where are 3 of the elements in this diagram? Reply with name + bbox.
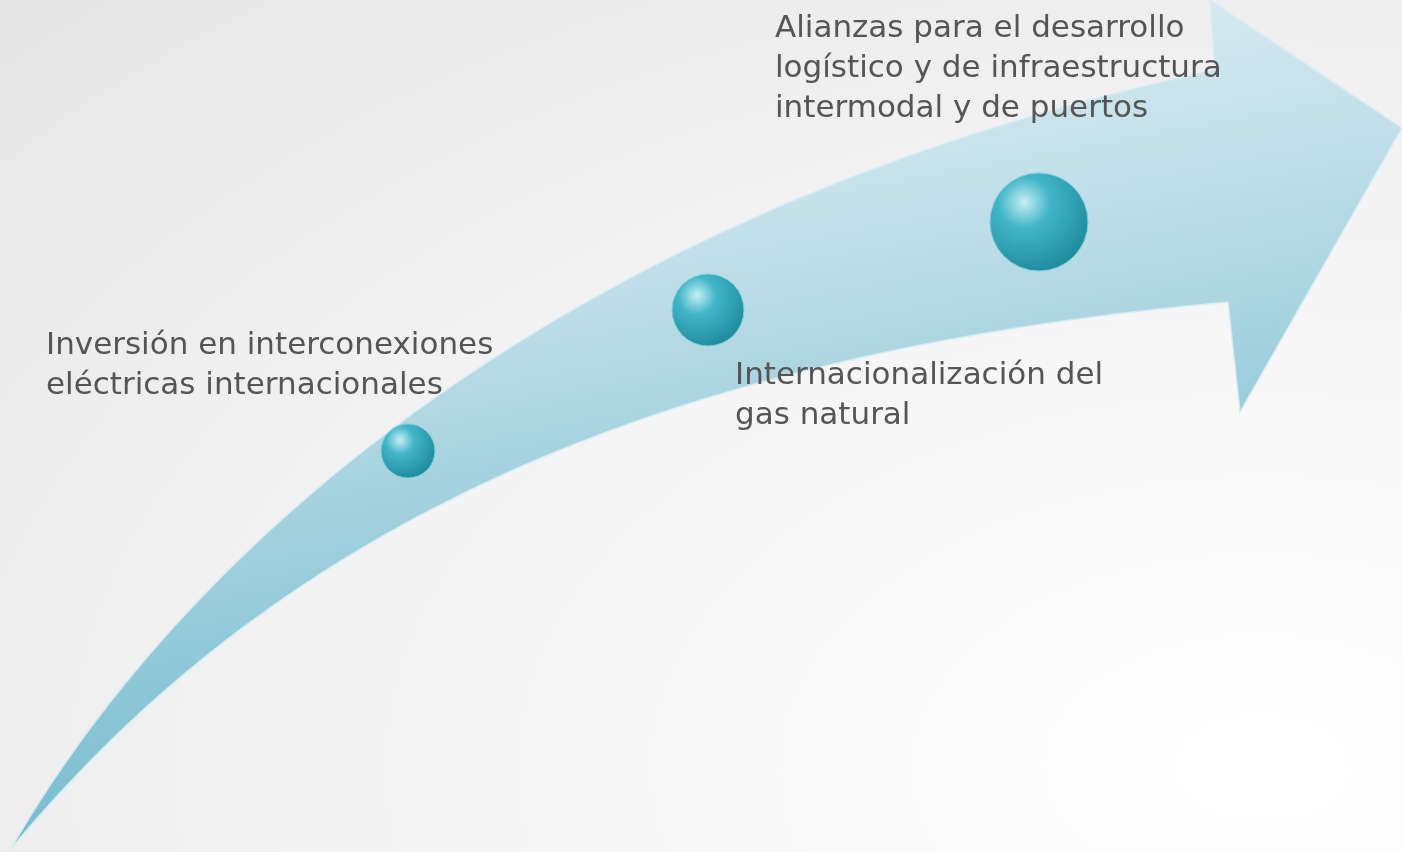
caption-text: Inversión en interconexiones eléctricas internacionales	[46, 324, 495, 403]
caption-text: Alianzas para el desarrollo logístico y de infraestructura intermodal y de puertos	[775, 7, 1223, 126]
caption-text: Internacionalización del gas natural	[735, 354, 1105, 433]
